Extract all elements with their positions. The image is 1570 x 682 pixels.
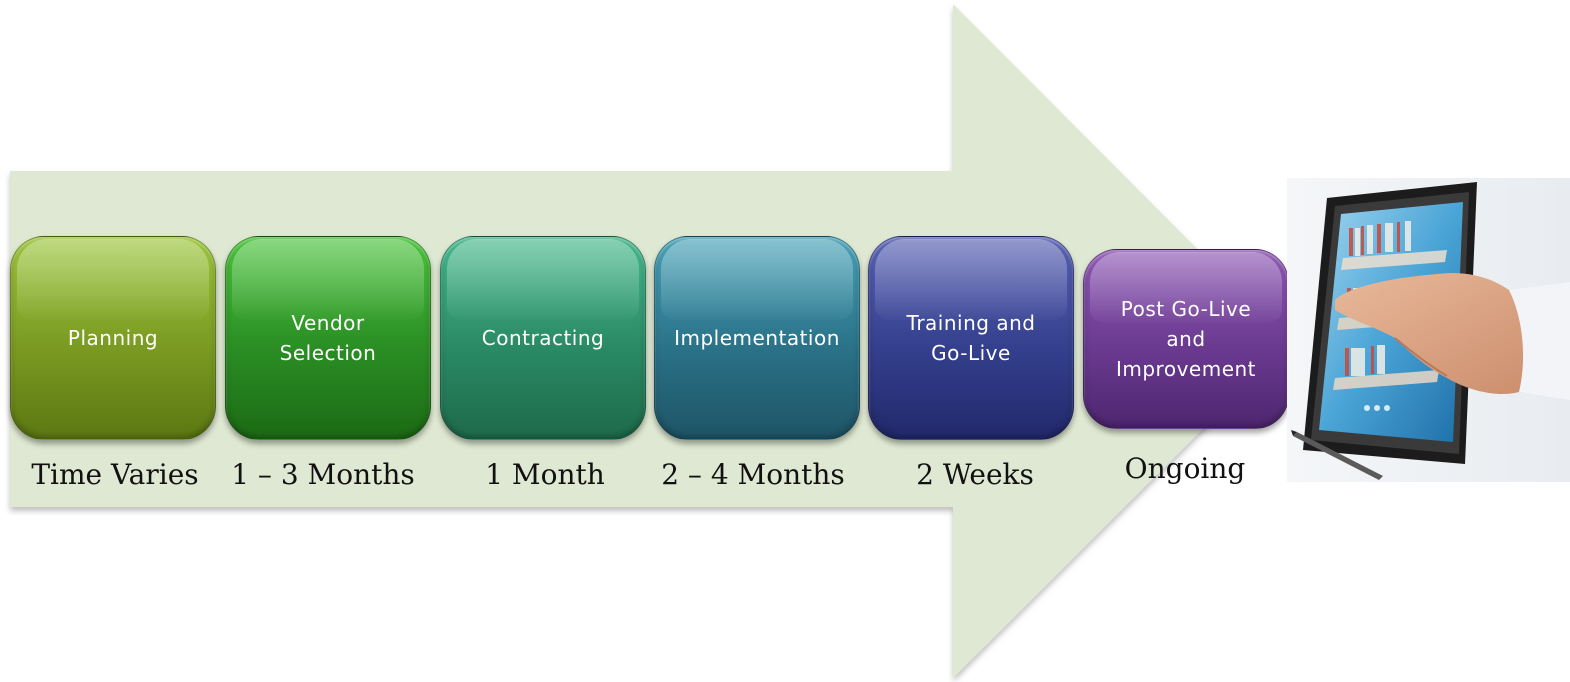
duration-label: 2 Weeks <box>916 458 1034 491</box>
step-post-go-live: Post Go-Live and Improvement <box>1083 249 1289 429</box>
tablet-with-hand-photo <box>1287 178 1570 482</box>
duration-label: 2 – 4 Months <box>661 458 845 491</box>
step-implementation: Implementation <box>654 236 860 440</box>
duration-label: Ongoing <box>1124 452 1246 485</box>
duration-label: 1 Month <box>485 458 605 491</box>
step-label: Vendor Selection <box>279 311 377 365</box>
duration-label: 1 – 3 Months <box>231 458 415 491</box>
step-label: Implementation <box>674 326 840 350</box>
step-label: Planning <box>67 326 159 350</box>
arrow-shape <box>10 4 1290 678</box>
step-training-go-live: Training and Go-Live <box>868 236 1074 440</box>
step-contracting: Contracting <box>440 236 646 440</box>
step-label: Training and Go-Live <box>906 311 1036 365</box>
step-label: Contracting <box>481 326 605 350</box>
step-label: Post Go-Live and Improvement <box>1115 297 1257 381</box>
step-planning: Planning <box>10 236 216 440</box>
duration-label: Time Varies <box>31 458 199 491</box>
step-vendor-selection: Vendor Selection <box>225 236 431 440</box>
